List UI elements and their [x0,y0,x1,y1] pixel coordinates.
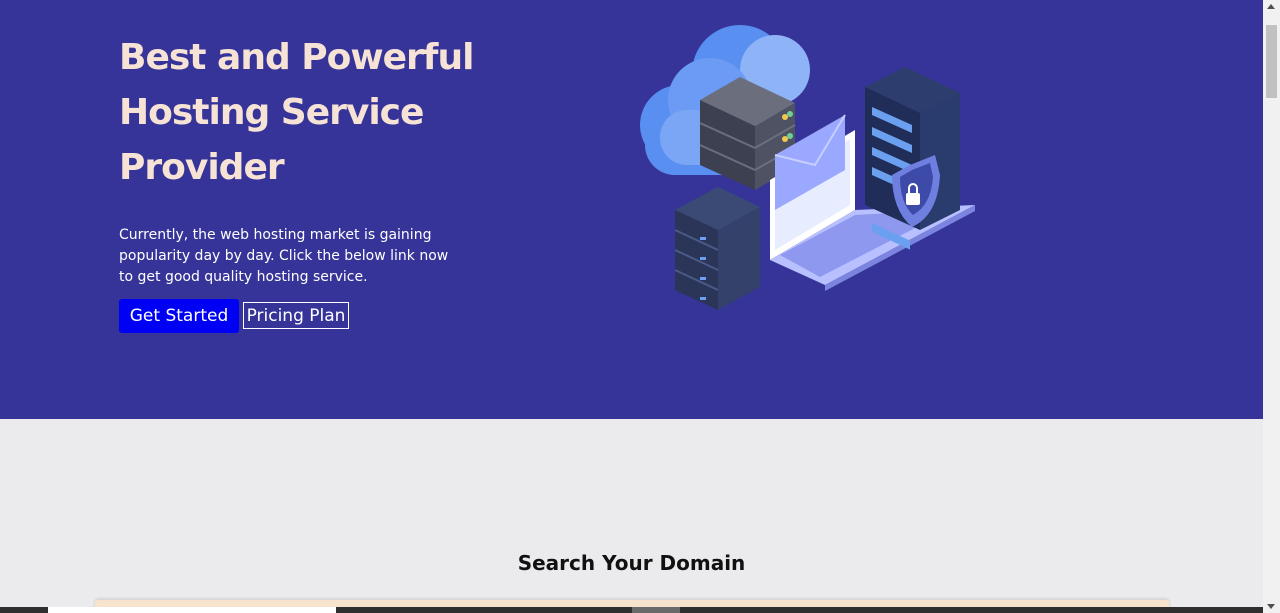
vertical-scrollbar[interactable] [1263,0,1280,613]
taskbar-strip [0,607,1263,613]
server-stack-icon [699,77,796,190]
envelope-icon [774,114,846,210]
hero-title-line-3: Provider [119,147,285,188]
hero-title: Best and Powerful Hosting Service Provid… [119,30,519,195]
scroll-up-icon[interactable] [1267,4,1275,9]
hero-title-line-2: Hosting Service [119,92,424,133]
small-server-icon [674,187,760,310]
scroll-down-icon[interactable] [1267,604,1275,609]
domain-section-title: Search Your Domain [517,551,746,575]
taskbar-segment [48,607,336,613]
hosting-illustration-icon [640,25,975,310]
taskbar-segment [632,607,680,613]
get-started-button[interactable]: Get Started [119,299,239,333]
scroll-thumb[interactable] [1266,25,1277,98]
pricing-plan-button[interactable]: Pricing Plan [243,302,349,329]
hero-title-line-1: Best and Powerful [119,37,474,78]
lock-icon [892,155,940,227]
hero-description: Currently, the web hosting market is gai… [119,227,449,285]
hero-section: Best and Powerful Hosting Service Provid… [0,0,1263,419]
